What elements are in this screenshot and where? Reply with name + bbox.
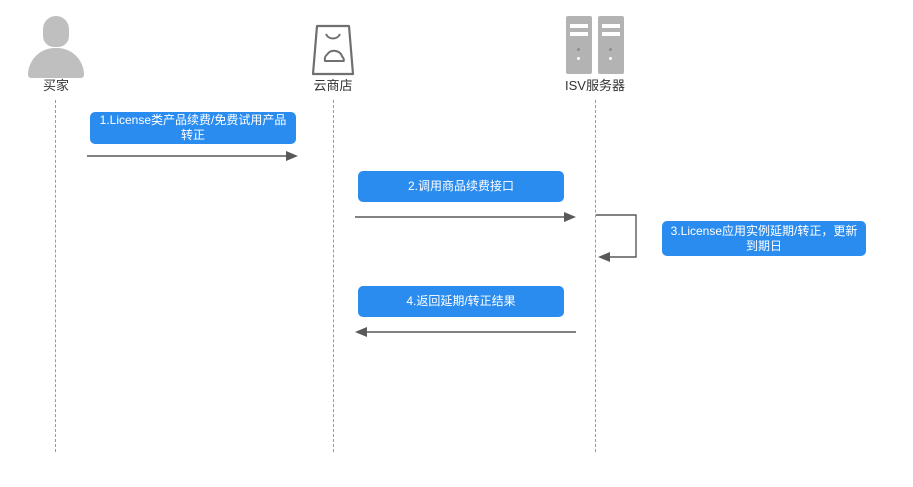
- server-slot-icon: [602, 24, 620, 28]
- server-tower-right: [598, 16, 624, 74]
- server-indicator-dot: [577, 48, 580, 51]
- message-arrow-4: [355, 327, 576, 337]
- server-rack-icon: [558, 14, 632, 78]
- participant-label-buyer: 买家: [42, 78, 69, 93]
- server-slot-icon: [602, 32, 620, 36]
- participant-cloud-store[interactable]: 云商店: [301, 14, 365, 94]
- message-label-2[interactable]: 2.调用商品续费接口: [358, 171, 564, 202]
- lifeline-isv: [595, 100, 596, 452]
- server-indicator-dot: [577, 57, 580, 60]
- server-indicator-dot: [609, 48, 612, 51]
- message-label-1[interactable]: 1.License类产品续费/免费试用产品转正: [90, 112, 296, 144]
- participant-label-cloud-store: 云商店: [313, 78, 353, 93]
- server-tower-left: [566, 16, 592, 74]
- server-slot-icon: [570, 24, 588, 28]
- participant-label-isv-server: ISV服务器: [565, 78, 625, 93]
- message-arrow-2: [355, 212, 576, 222]
- person-body-shape: [28, 48, 84, 78]
- person-head-shape: [43, 16, 69, 47]
- participant-buyer[interactable]: 买家: [24, 14, 88, 94]
- server-indicator-dot: [609, 57, 612, 60]
- cloud-store-bag-icon: [301, 14, 365, 78]
- message-arrow-1: [87, 151, 298, 161]
- lifeline-store: [333, 100, 334, 452]
- message-label-3[interactable]: 3.License应用实例延期/转正，更新到期日: [662, 221, 866, 256]
- person-icon: [24, 14, 88, 78]
- participant-isv-server[interactable]: ISV服务器: [558, 14, 632, 94]
- server-slot-icon: [570, 32, 588, 36]
- message-label-4[interactable]: 4.返回延期/转正结果: [358, 286, 564, 317]
- lifeline-buyer: [55, 100, 56, 452]
- message-arrow-3-self-loop: [596, 214, 637, 262]
